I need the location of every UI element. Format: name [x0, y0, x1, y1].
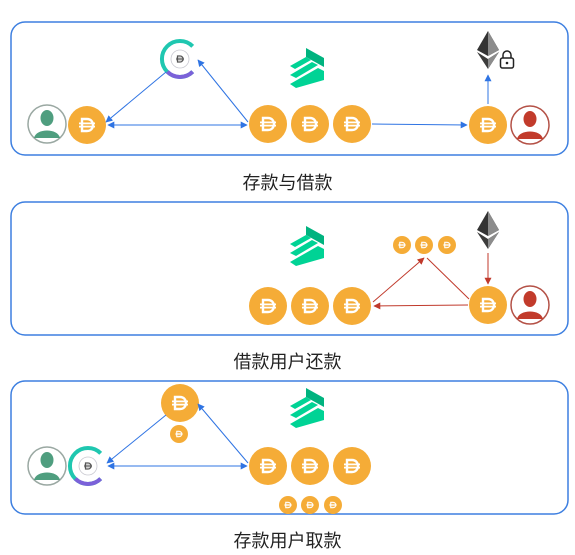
dai-coin-icon [249, 447, 287, 485]
user-avatar-icon [510, 105, 550, 145]
dai-coin-icon [469, 106, 507, 144]
dai-coin-icon [438, 236, 456, 254]
cdai-token-icon [160, 39, 198, 79]
dai-coin-icon [333, 447, 371, 485]
dai-coin-icon [291, 105, 329, 143]
dai-coin-icon [249, 105, 287, 143]
ether-icon [477, 211, 499, 249]
dai-coin-icon [249, 287, 287, 325]
dai-coin-icon [301, 496, 319, 514]
flow-arrow [106, 414, 167, 464]
flow-arrow [197, 403, 249, 464]
flow-arrow [426, 257, 470, 300]
flow-arrow [371, 121, 468, 129]
flow-arrow [197, 59, 249, 123]
dai-coin-icon [333, 105, 371, 143]
panel-3-frame [10, 380, 569, 515]
dai-coin-icon [393, 236, 411, 254]
ether-icon [477, 31, 499, 69]
compound-logo-icon [290, 226, 324, 266]
dai-coin-icon [324, 496, 342, 514]
panel-2-caption: 借款用户还款 [233, 352, 342, 373]
dai-coin-icon [68, 106, 106, 144]
panel-3-caption: 存款用户取款 [233, 531, 342, 552]
cdai-token-icon [68, 446, 106, 486]
panel-1-caption: 存款与借款 [242, 173, 333, 194]
dai-coin-icon [279, 496, 297, 514]
compound-logo-icon [290, 48, 324, 88]
dai-coin-icon [415, 236, 433, 254]
panel-1-frame [10, 21, 569, 156]
flow-arrow [105, 71, 167, 123]
dai-coin-icon [469, 286, 507, 324]
lock-icon [499, 50, 515, 69]
dai-coin-icon [291, 287, 329, 325]
dai-coin-icon [291, 447, 329, 485]
user-avatar-icon [510, 285, 550, 325]
dai-coin-icon [161, 384, 199, 422]
dai-coin-icon [333, 287, 371, 325]
compound-logo-icon [290, 388, 324, 428]
flow-arrow [373, 302, 469, 310]
dai-coin-icon [170, 425, 188, 443]
user-avatar-icon [27, 446, 67, 486]
user-avatar-icon [27, 104, 67, 144]
panel-2-frame [10, 201, 569, 336]
flow-arrow [372, 257, 425, 303]
